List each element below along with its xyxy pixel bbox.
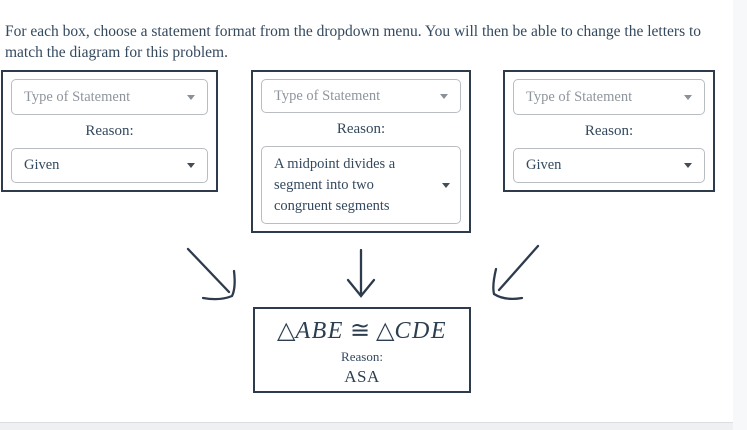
arrow-right-shaft xyxy=(497,244,540,292)
chevron-down-icon xyxy=(442,182,450,188)
left-triangle-letters: ABE xyxy=(295,317,344,344)
right-triangle-letters: CDE xyxy=(394,317,448,344)
reason-label: Reason: xyxy=(336,121,386,137)
conclusion-box: △ABE≅△CDE Reason: ASA xyxy=(253,307,471,393)
chevron-down-icon xyxy=(684,94,692,100)
reason-label: Reason: xyxy=(85,123,134,139)
conclusion-reason-label: Reason: xyxy=(341,348,383,364)
reason-select-left[interactable]: Given xyxy=(11,148,208,183)
chevron-down-icon xyxy=(684,163,692,168)
arrow-left-head xyxy=(201,269,236,301)
page-right-gutter xyxy=(733,0,747,430)
statement-box-left: Type of Statement Reason: Given xyxy=(1,70,218,192)
reason-value: A midpoint divides a segment into two co… xyxy=(274,155,396,214)
statement-box-right: Type of Statement Reason: Given xyxy=(503,70,715,192)
arrow-right-head xyxy=(492,267,524,301)
arrow-left-shaft xyxy=(186,247,231,294)
reason-value: Given xyxy=(24,157,60,173)
statement-type-placeholder: Type of Statement xyxy=(526,88,633,105)
statement-type-select-right[interactable]: Type of Statement xyxy=(513,79,705,115)
reason-label: Reason: xyxy=(584,123,634,139)
chevron-down-icon xyxy=(187,94,195,100)
reason-value: Given xyxy=(526,157,562,173)
triangle-symbol: △ xyxy=(376,317,395,344)
conclusion-statement: △ABE≅△CDE xyxy=(255,316,469,346)
chevron-down-icon xyxy=(187,163,195,168)
statement-type-placeholder: Type of Statement xyxy=(274,87,381,104)
statement-type-select-middle[interactable]: Type of Statement xyxy=(261,79,461,113)
triangle-symbol: △ xyxy=(276,317,296,344)
statement-type-select-left[interactable]: Type of Statement xyxy=(11,79,208,115)
chevron-down-icon xyxy=(440,93,448,99)
page-bottom-band xyxy=(0,422,733,430)
statement-type-placeholder: Type of Statement xyxy=(24,88,131,105)
reason-select-right[interactable]: Given xyxy=(513,148,705,183)
proof-flow-arrows xyxy=(186,244,540,301)
instructions-text: For each box, choose a statement format … xyxy=(5,22,702,62)
arrow-middle-head xyxy=(346,278,376,298)
congruent-symbol: ≅ xyxy=(349,317,371,344)
reason-select-middle[interactable]: A midpoint divides a segment into two co… xyxy=(261,146,461,224)
conclusion-reason-value: ASA xyxy=(344,366,380,386)
statement-box-middle: Type of Statement Reason: A midpoint div… xyxy=(251,70,471,233)
